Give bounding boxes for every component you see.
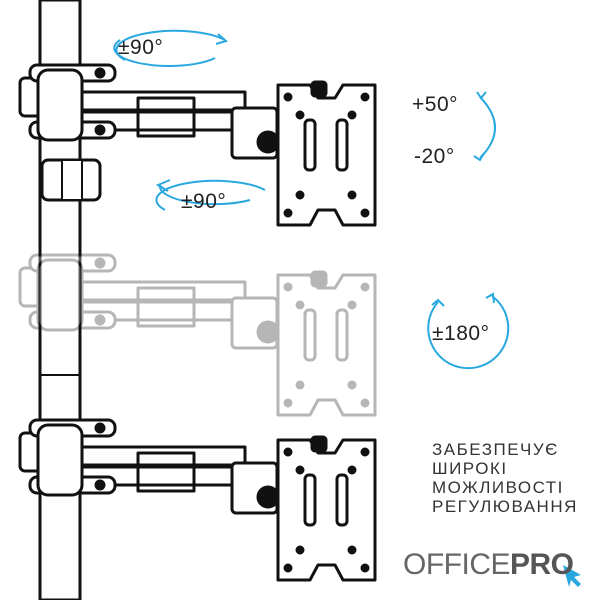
feature-line: ШИРОКІ (432, 459, 508, 478)
angle-tilt-down: -20° (414, 145, 455, 168)
brand-part2: PRO (510, 548, 574, 581)
angle-tilt-up: +50° (412, 93, 459, 116)
feature-line: ЗАБЕЗПЕЧУЄ (432, 440, 559, 459)
angle-arm-joint: ±90° (181, 190, 227, 213)
brand-logo: OFFICEPRO (403, 548, 574, 582)
rotation-arrows (113, 29, 510, 370)
brand-part1: OFFICE (403, 548, 511, 581)
feature-line: МОЖЛИВОСТІ (432, 478, 564, 497)
angle-rotate: ±180° (432, 322, 490, 345)
angle-arm-top: ±90° (118, 36, 164, 59)
feature-text: ЗАБЕЗПЕЧУЄ ШИРОКІ МОЖЛИВОСТІ РЕГУЛЮВАННЯ (432, 440, 578, 516)
cursor-logo-icon (563, 565, 581, 587)
feature-line: РЕГУЛЮВАННЯ (432, 497, 578, 516)
